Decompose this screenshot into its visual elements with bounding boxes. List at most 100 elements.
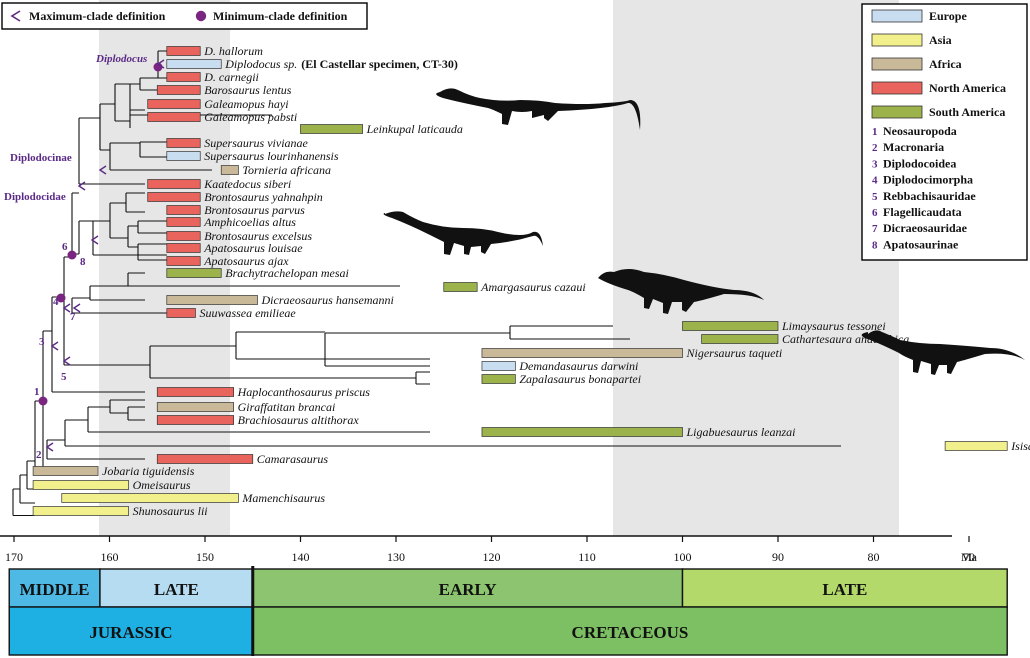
epoch-band — [681, 568, 1008, 608]
legend-region-label: Africa — [929, 57, 962, 71]
axis-tick-label: 140 — [292, 550, 310, 564]
axis-tick-label: 120 — [483, 550, 501, 564]
min-clade-label: Minimum-clade definition — [213, 9, 348, 23]
taxon-label: Brachiosaurus altithorax — [238, 413, 360, 427]
taxon-range-bar — [682, 321, 779, 331]
diplodocinae-clade-label: Diplodocinae — [10, 152, 72, 164]
taxon-range-bar — [156, 85, 201, 95]
taxon-label: Tornieria africana — [242, 163, 331, 177]
legend-swatch — [871, 57, 923, 71]
taxon-label: Jobaria tiguidensis — [102, 464, 195, 478]
taxon-range-bar — [481, 361, 516, 371]
taxon-range-bar — [166, 295, 258, 305]
legend-swatch — [871, 105, 923, 119]
apatosaurinae-arrow-icon — [90, 235, 99, 245]
taxon-range-bar — [166, 46, 201, 56]
legend-clade-number: 7 — [872, 223, 878, 235]
apatosaurine-silhouette-icon — [383, 211, 543, 255]
taxon-range-bar — [156, 402, 235, 412]
diplodocoidea-arrow-icon — [50, 341, 59, 351]
taxon-label: Nigersaurus taqueti — [686, 346, 783, 360]
taxon-label: D. hallorum — [203, 44, 263, 58]
legend-clade-number: 2 — [872, 142, 878, 154]
legend-clade-number: 1 — [872, 126, 878, 138]
axis-tick-label: 80 — [868, 550, 880, 564]
epoch-band — [252, 568, 684, 608]
taxon-label: Brachytrachelopan mesai — [225, 266, 349, 280]
epoch-label: LATE — [154, 580, 199, 599]
taxon-label: Zapalasaurus bonapartei — [519, 372, 641, 386]
taxon-range-bar — [166, 59, 222, 69]
taxon-range-bar — [166, 217, 201, 227]
period-label: CRETACEOUS — [572, 623, 689, 642]
legend-swatch — [871, 33, 923, 47]
legend-region-label: Asia — [929, 33, 952, 47]
sauropod-silhouettes — [383, 88, 1025, 375]
taxon-label: Camarasaurus — [257, 452, 329, 466]
taxon-label: Galeamopus pabsti — [204, 110, 297, 124]
taxon-range-bar — [166, 138, 201, 148]
diplodocinae-arrow-icon — [98, 165, 107, 175]
late-cretaceous-shade — [613, 0, 899, 536]
taxon-label: D. carnegii — [203, 70, 259, 84]
diplodocidae-arrow-icon — [77, 181, 86, 191]
legend-clade-name: Diplodocoidea — [883, 156, 956, 170]
taxon-range-bar — [300, 124, 363, 134]
legend-clade-name: Neosauropoda — [883, 124, 957, 138]
legend-region-label: North America — [929, 81, 1006, 95]
taxon-label: Leinkupal laticauda — [366, 122, 463, 136]
axis-tick-label: 100 — [674, 550, 692, 564]
svg-text:2: 2 — [36, 449, 42, 461]
taxon-range-bar — [166, 308, 196, 318]
taxon-range-bar — [147, 99, 201, 109]
epoch-label: MIDDLE — [20, 580, 90, 599]
taxon-label: Brontosaurus parvus — [204, 203, 305, 217]
taxon-range-bar — [166, 205, 201, 215]
taxon-label: Isisaurus colberti — [1010, 439, 1030, 453]
taxon-label: Suuwassea emilieae — [199, 306, 296, 320]
dicraeosauridae-arrow-icon — [72, 303, 81, 313]
axis-tick-label: 70 — [963, 550, 975, 564]
taxon-label: Supersaurus vivianae — [204, 136, 308, 150]
taxon-range-bar — [481, 348, 683, 358]
taxon-range-bar — [32, 480, 129, 490]
taxon-range-bar — [32, 466, 99, 476]
min-clade-dot-icon — [195, 10, 207, 22]
legend-clade-name: Macronaria — [883, 140, 944, 154]
taxon-range-bar — [156, 387, 235, 397]
diplodocus-arrow-icon — [156, 59, 165, 69]
max-clade-label: Maximum-clade definition — [29, 9, 166, 23]
epoch-label: LATE — [822, 580, 867, 599]
taxon-range-bar — [166, 256, 201, 266]
taxon-range-bar — [166, 151, 201, 161]
taxon-label: Amphicoelias altus — [203, 215, 296, 229]
dicraeosaurid-silhouette-icon — [598, 269, 764, 314]
svg-text:1: 1 — [34, 386, 40, 398]
taxon-label: Limaysaurus tessonei — [781, 319, 886, 333]
svg-text:4: 4 — [53, 296, 59, 308]
axis-tick-label: 160 — [101, 550, 119, 564]
axis-unit: Ma — [961, 550, 978, 564]
legend-clade-number: 5 — [872, 191, 878, 203]
taxon-label: Demandasaurus darwini — [518, 359, 638, 373]
epoch-label: EARLY — [439, 580, 497, 599]
taxon-label: Giraffatitan brancai — [238, 400, 336, 414]
taxon-label: Amargasaurus cazaui — [480, 280, 586, 294]
taxon-range-bar — [481, 427, 683, 437]
taxon-range-bar — [156, 415, 235, 425]
svg-text:5: 5 — [61, 371, 67, 383]
epoch-band — [99, 568, 254, 608]
taxon-label: Haplocanthosaurus priscus — [237, 385, 371, 399]
taxon-range-bar — [166, 231, 201, 241]
macronaria-arrow-icon — [45, 442, 54, 452]
axis-tick-label: 130 — [387, 550, 405, 564]
taxon-range-bar — [32, 506, 129, 516]
clade-definition-legend: Maximum-clade definition Minimum-clade d… — [1, 2, 368, 30]
taxon-label: Omeisaurus — [133, 478, 191, 492]
taxon-range-bar — [61, 493, 239, 503]
taxon-label: Diplodocus sp. — [224, 57, 297, 71]
diplodocus-clade-label: Diplodocus — [95, 53, 147, 65]
legend-clade-name: Diplodocimorpha — [883, 173, 973, 187]
legend-region-label: South America — [929, 105, 1005, 119]
